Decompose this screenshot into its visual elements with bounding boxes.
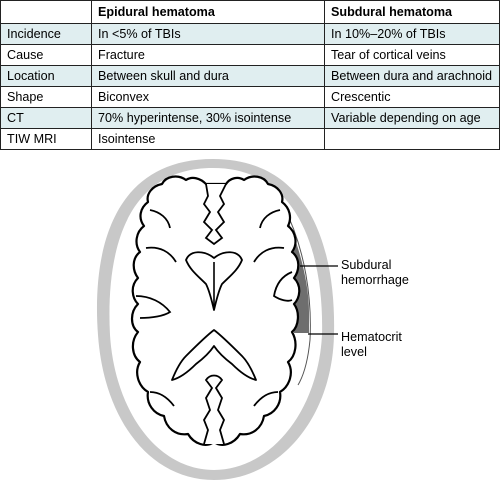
brain-axial-diagram — [96, 159, 338, 480]
epidural-cell: 70% hyperintense, 30% isointense — [91, 107, 325, 129]
sulcus-right-occipital — [253, 391, 279, 407]
row-label: CT — [0, 107, 92, 129]
subdural-cell: In 10%–20% of TBIs — [324, 23, 500, 45]
label-hematocrit-level: Hematocrit level — [341, 330, 402, 359]
row-label: Shape — [0, 86, 92, 108]
ventricle-occipital-horns — [171, 329, 257, 381]
table-header-row: Epidural hematoma Subdural hematoma — [0, 0, 500, 24]
row-label: Incidence — [0, 23, 92, 45]
subdural-cell: Crescentic — [324, 86, 500, 108]
header-cell-epidural: Epidural hematoma — [91, 0, 325, 24]
epidural-cell: Fracture — [91, 44, 325, 66]
subdural-cell: Between dura and arachnoid — [324, 65, 500, 87]
label-subdural-hemorrhage: Subdural hemorrhage — [341, 258, 409, 287]
epidural-cell: Between skull and dura — [91, 65, 325, 87]
table-row: Incidence In <5% of TBIs In 10%–20% of T… — [0, 23, 500, 45]
sulcus-left-occipital — [149, 391, 175, 407]
table-row: Shape Biconvex Crescentic — [0, 86, 500, 108]
sulcus-left-lateral — [135, 295, 172, 319]
header-cell-subdural: Subdural hematoma — [324, 0, 500, 24]
table-row: TIW MRI Isointense — [0, 128, 500, 150]
table-row: CT 70% hyperintense, 30% isointense Vari… — [0, 107, 500, 129]
dura-line — [282, 204, 311, 386]
row-label: Location — [0, 65, 92, 87]
subdural-cell — [324, 128, 500, 150]
comparison-table: Epidural hematoma Subdural hematoma Inci… — [0, 0, 500, 150]
row-label: Cause — [0, 44, 92, 66]
epidural-cell: In <5% of TBIs — [91, 23, 325, 45]
table-row: Location Between skull and dura Between … — [0, 65, 500, 87]
table-row: Cause Fracture Tear of cortical veins — [0, 44, 500, 66]
subdural-cell: Variable depending on age — [324, 107, 500, 129]
sulcus-right-lateral — [273, 271, 293, 302]
row-label: TIW MRI — [0, 128, 92, 150]
frontal-fissure — [202, 183, 227, 246]
header-cell — [0, 0, 92, 24]
epidural-cell: Biconvex — [91, 86, 325, 108]
sulcus-left-frontal — [145, 209, 177, 263]
occipital-fissure — [202, 374, 226, 445]
subdural-cell: Tear of cortical veins — [324, 44, 500, 66]
sulcus-right-frontal — [253, 209, 285, 263]
epidural-cell: Isointense — [91, 128, 325, 150]
